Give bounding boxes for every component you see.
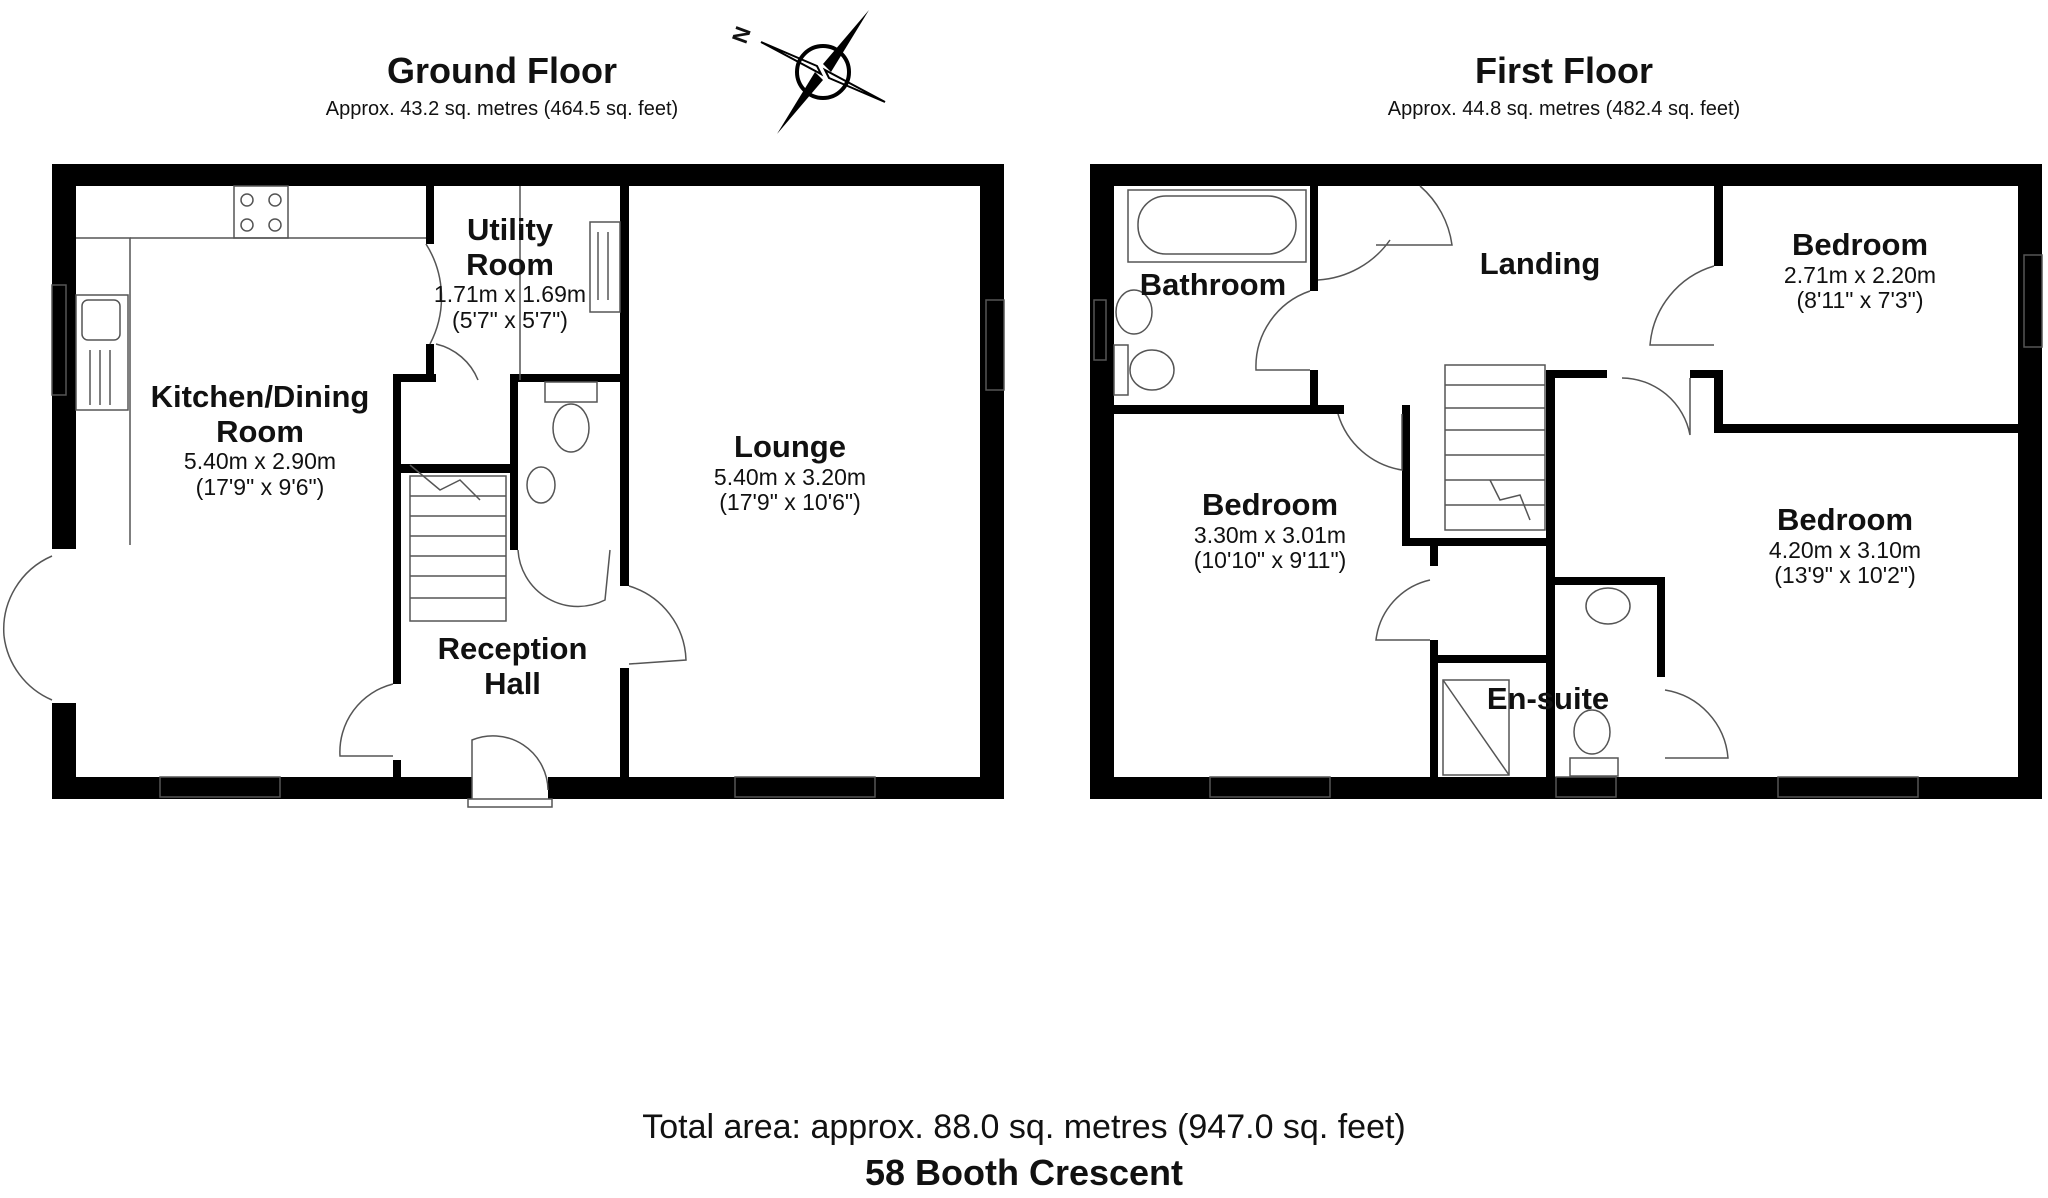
gf-patio-door-upper [2,555,53,637]
ff-cupboard-door [1375,579,1431,641]
first-floor-title: First Floor [1475,50,1653,91]
gf-kitchen-door [339,683,394,757]
gf-wall-kitchen-hall-low [393,760,401,780]
wc-cistern [544,381,598,403]
ff-wall-ensuite-right [1657,577,1665,677]
first-floor-plan [1090,164,2042,799]
gf-wall-stairs-top [401,464,511,473]
gf-wall-bottom-left [52,777,472,799]
ff-stairs-icon [1444,364,1546,531]
ensuite-toilet-icon [1573,709,1611,755]
room-bedroom-1: Bedroom 4.20m x 3.10m (13'9" x 10'2") [1768,502,1922,589]
ff-window-ensuite [1555,776,1617,798]
gf-wall-kitchen-hall [393,374,401,684]
ff-wall-stairs-bottom [1402,538,1554,546]
ff-bedroom1-door [1621,377,1691,436]
utility-sink-icon [589,221,621,313]
room-bedroom-3: Bedroom 2.71m x 2.20m (8'11" x 7'3") [1783,227,1937,314]
ff-wall-bath-right [1310,186,1318,291]
first-floor-fixtures [1093,185,2043,798]
gf-wall-wc-left [510,374,518,550]
ground-floor-plan [52,164,1004,799]
gf-window-kitchen [159,776,281,798]
wc-door [517,549,611,608]
gf-wall-left-upper [52,164,76,549]
ff-window-bedroom3 [2023,254,2043,348]
room-kitchen-dining: Kitchen/Dining Room 5.40m x 2.90m (17'9"… [150,379,370,501]
compass-icon [760,10,886,134]
ff-bedroom2-door [1337,413,1403,471]
gf-stairs-icon [409,475,507,622]
gf-wall-kitchen-utility-low [426,344,434,380]
ff-wall-left [1090,164,1114,799]
gf-wall-bottom-right [548,777,1004,799]
ff-wall-stairs-left [1402,405,1410,545]
ff-wall-right [2018,164,2042,799]
room-landing: Landing [1479,246,1601,281]
gf-wall-hall-top [396,374,436,382]
room-reception-hall: Reception Hall [437,631,588,701]
gf-window-lounge [734,776,876,798]
gf-wall-wc-top [510,374,622,382]
ff-wall-cupboard [1430,640,1438,780]
gf-window-lounge-side [985,299,1005,391]
room-en-suite: En-suite [1486,681,1610,716]
gf-wall-lounge-upper [620,186,629,586]
bathroom-toilet-icon [1129,349,1175,391]
ff-bathroom-door [1255,290,1311,371]
gf-wall-right [980,164,1004,799]
ff-wall-bed3-left [1714,186,1723,266]
ff-ensuite-door [1664,689,1729,759]
ground-floor-title: Ground Floor [387,50,617,91]
ff-airing-door [1376,185,1453,246]
gf-window-left [51,284,67,396]
gf-utility-door-2 [435,343,479,381]
gf-wall-top [52,164,1004,186]
gf-wall-kitchen-utility [426,186,434,244]
total-area: Total area: approx. 88.0 sq. metres (947… [642,1108,1406,1146]
ff-wall-top [1090,164,2042,186]
property-address: 58 Booth Crescent [864,1152,1184,1193]
ground-floor-area: Approx. 43.2 sq. metres (464.5 sq. feet) [325,98,679,120]
gf-wall-lounge-lower [620,668,629,780]
gf-lounge-door [628,585,687,665]
ground-floor-fixtures [2,185,1005,808]
room-bathroom: Bathroom [1139,267,1287,302]
room-utility: Utility Room 1.71m x 1.69m (5'7" x 5'7") [433,212,587,334]
wc-basin-icon [526,466,556,504]
ff-window-bathroom [1093,299,1107,361]
ff-wall-bath-bottom [1114,405,1344,414]
bath-icon [1127,189,1307,263]
gf-front-door [471,735,549,799]
ensuite-basin-icon [1585,587,1631,625]
ff-window-bedroom2 [1209,776,1331,798]
shower-icon [1442,679,1510,776]
bathroom-basin-icon [1115,289,1153,335]
gf-patio-door-lower [3,635,53,701]
ff-wall-ensuite-left [1546,370,1555,782]
kitchen-sink-icon [75,294,129,411]
ff-bedroom3-door [1649,265,1715,346]
ff-wall-bed3-bottom [1714,424,2018,433]
gf-utility-door [425,243,443,345]
ff-window-bedroom1 [1777,776,1919,798]
ff-wall-bottom [1090,777,2042,799]
room-lounge: Lounge 5.40m x 3.20m (17'9" x 10'6") [713,429,867,516]
room-bedroom-2: Bedroom 3.30m x 3.01m (10'10" x 9'11") [1193,487,1347,574]
toilet-icon [552,403,590,453]
first-floor-area: Approx. 44.8 sq. metres (482.4 sq. feet) [1387,98,1741,120]
hob-icon [233,185,289,239]
ff-wall-ensuite-top [1555,577,1665,585]
